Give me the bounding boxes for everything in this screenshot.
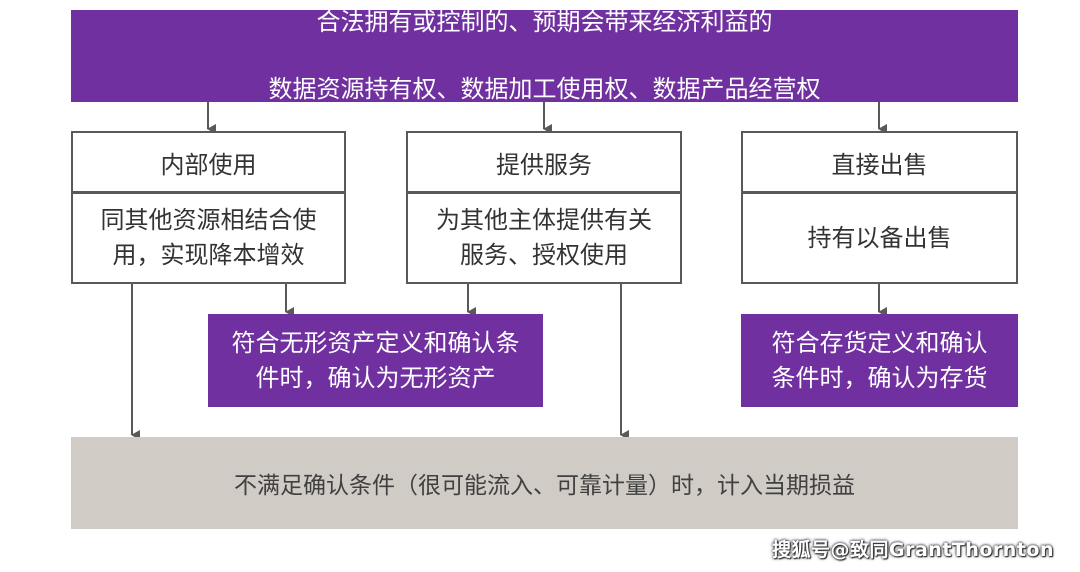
direct-sale-header-label: 直接出售: [831, 150, 928, 179]
inventory-text: 符合存货定义和确认 条件时，确认为存货: [771, 328, 988, 392]
data-rights-box: 合法拥有或控制的、预期会带来经济利益的 数据资源持有权、数据加工使用权、数据产品…: [71, 8, 1018, 103]
current-profit-loss-text: 不满足确认条件（很可能流入、可靠计量）时，计入当期损益: [234, 473, 855, 499]
direct-sale-header: 直接出售: [741, 131, 1018, 193]
data-rights-line-2: 数据资源持有权、数据加工使用权、数据产品经营权: [268, 74, 821, 103]
provide-service-header: 提供服务: [406, 131, 682, 193]
internal-use-header: 内部使用: [71, 131, 346, 193]
intangible-asset-text: 符合无形资产定义和确认条 件时，确认为无形资产: [231, 328, 520, 392]
intangible-asset-box: 符合无形资产定义和确认条 件时，确认为无形资产: [208, 314, 543, 407]
internal-use-body: 同其他资源相结合使 用，实现降本增效: [71, 192, 346, 284]
internal-use-body-text: 同其他资源相结合使 用，实现降本增效: [100, 206, 317, 269]
watermark: 搜狐号@致同GrantThornton: [772, 539, 1054, 561]
current-profit-loss-box: 不满足确认条件（很可能流入、可靠计量）时，计入当期损益: [71, 437, 1018, 529]
direct-sale-body-text: 持有以备出售: [807, 223, 952, 252]
data-rights-line-1: 合法拥有或控制的、预期会带来经济利益的: [316, 8, 773, 37]
provide-service-body: 为其他主体提供有关 服务、授权使用: [406, 192, 682, 284]
internal-use-header-label: 内部使用: [160, 150, 257, 179]
direct-sale-body: 持有以备出售: [741, 192, 1018, 284]
provide-service-body-text: 为其他主体提供有关 服务、授权使用: [436, 206, 652, 269]
provide-service-header-label: 提供服务: [496, 150, 592, 179]
inventory-box: 符合存货定义和确认 条件时，确认为存货: [741, 314, 1018, 407]
